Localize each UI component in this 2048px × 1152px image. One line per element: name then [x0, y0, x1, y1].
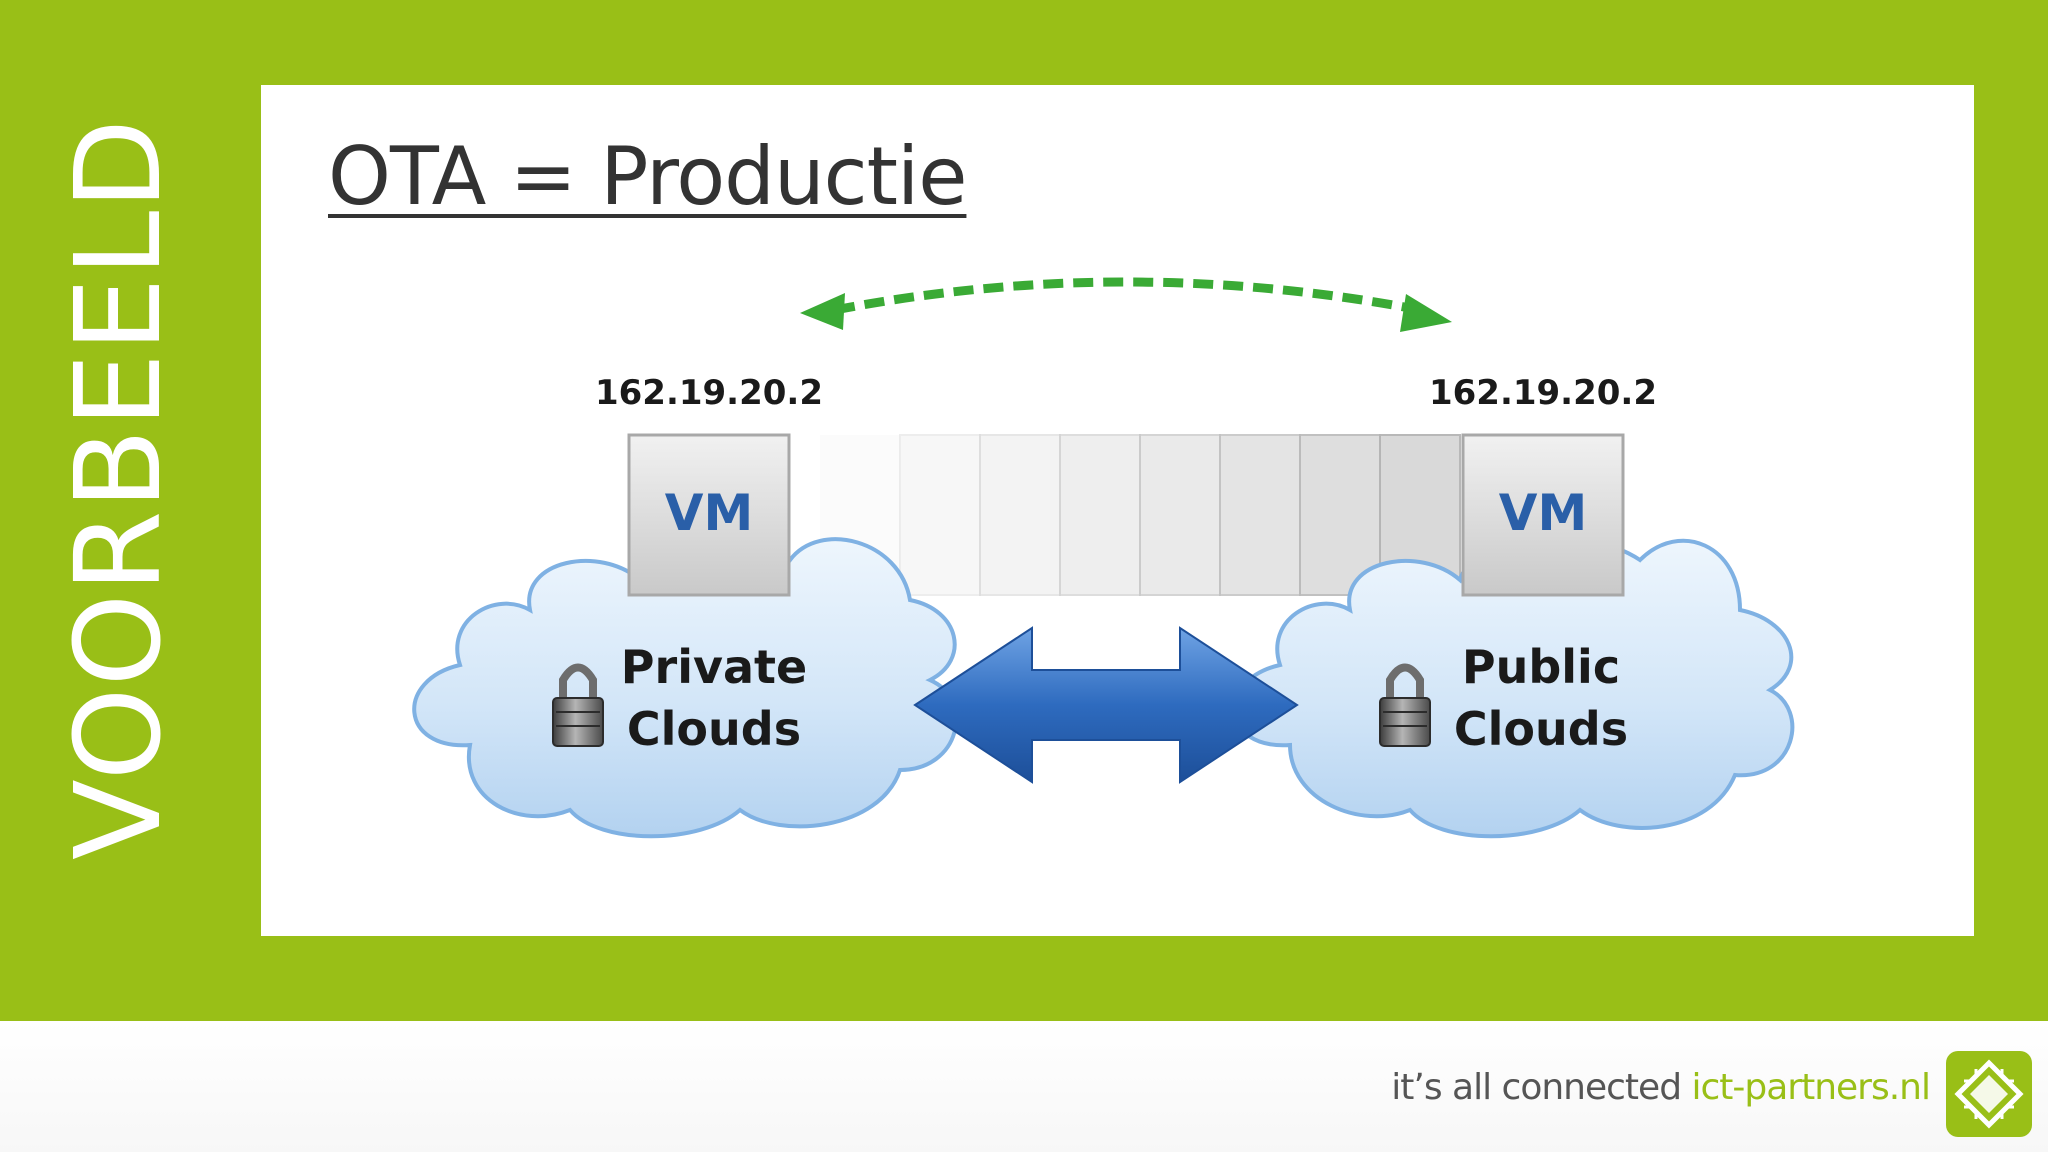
lock-icon [552, 663, 604, 747]
right-ip-label: 162.19.20.2 [1429, 373, 1657, 413]
left-vm-label: VM [665, 484, 753, 542]
private-cloud-label-line1: Private [621, 640, 807, 694]
left-ip-label: 162.19.20.2 [595, 373, 823, 413]
footer-bar [0, 1021, 2048, 1152]
tagline-text: it’s all connected [1391, 1067, 1692, 1108]
double-arrow-icon [913, 626, 1299, 784]
private-cloud-label-line2: Clouds [627, 702, 801, 756]
website-link[interactable]: ict-partners.nl [1691, 1067, 1931, 1108]
cloud-icon [1232, 536, 1795, 839]
public-cloud-label-line1: Public [1462, 640, 1620, 694]
cloud-icon [412, 536, 958, 839]
footer-tagline: it’s all connected ict-partners.nl [1391, 1067, 1931, 1108]
slide-title: OTA = Productie [328, 130, 967, 223]
right-vm-box: VM [1461, 433, 1625, 597]
lock-icon [1379, 663, 1431, 747]
migration-diagram: 162.19.20.2 162.19.20.2 VM [412, 277, 1795, 839]
dashed-arc-arrow-icon [800, 277, 1452, 332]
right-vm-label: VM [1499, 484, 1587, 542]
side-label-voorbeeld: VOORBEELD [49, 117, 187, 860]
public-cloud [1232, 536, 1795, 839]
public-cloud-label-line2: Clouds [1454, 702, 1628, 756]
ict-partners-logo-icon[interactable] [1946, 1051, 2032, 1137]
private-cloud [412, 536, 958, 839]
left-vm-box: VM [627, 433, 791, 597]
